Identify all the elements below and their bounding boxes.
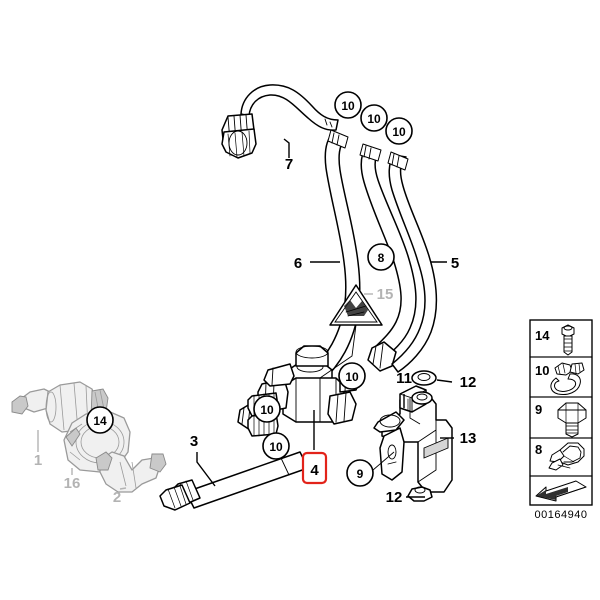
spring-clip-icon [548, 442, 585, 471]
circled-label: 14 [93, 414, 107, 428]
circled-label: 10 [341, 99, 355, 113]
circled-callout-14: 14 [86, 406, 114, 434]
diagram-part-number: 00164940 [535, 509, 588, 521]
component-bracket-13 [373, 391, 454, 493]
callout-label-3: 3 [190, 433, 198, 450]
hose-clamp-icon [550, 362, 585, 395]
legend-row-arrow [529, 475, 593, 506]
circled-label: 9 [357, 467, 364, 481]
legend-row-label: 8 [535, 442, 542, 457]
callout-label-12b: 12 [386, 489, 403, 506]
component-hose-8-strand [387, 151, 438, 373]
legend-row-label: 14 [535, 328, 550, 343]
circled-callout-10-f: 10 [262, 432, 290, 460]
circled-callout-10-b: 10 [360, 104, 388, 132]
component-hose-5 [359, 143, 447, 372]
3d-arrow-icon [535, 480, 587, 502]
circled-callout-9: 9 [346, 459, 374, 487]
circled-callout-10-d: 10 [338, 362, 366, 390]
callout-label-2: 2 [113, 489, 121, 506]
legend-panel: 14 10 9 [529, 319, 593, 521]
circled-label: 10 [392, 125, 406, 139]
callout-label-11: 11 [396, 370, 412, 387]
legend-row-label: 9 [535, 402, 542, 417]
circled-label: 10 [345, 370, 359, 384]
callout-label-1: 1 [34, 452, 42, 469]
callout-label-12a: 12 [460, 374, 477, 391]
callout-labels: 7 6 5 3 11 12 12 13 1 16 2 15 [34, 156, 477, 506]
callout-label-13: 13 [460, 430, 477, 447]
circled-label: 10 [269, 440, 283, 454]
hex-screw-icon [557, 402, 587, 438]
leader-callout-9 [372, 451, 395, 471]
callout-label-15: 15 [377, 286, 394, 303]
circled-label: 8 [378, 251, 385, 265]
component-hose-7 [221, 84, 339, 159]
circled-callout-10-a: 10 [334, 91, 362, 119]
callout-label-7: 7 [285, 156, 293, 173]
circled-label: 10 [367, 112, 381, 126]
circled-callout-10-c: 10 [385, 117, 413, 145]
legend-row-label: 10 [535, 363, 549, 378]
legend-row-8[interactable]: 8 [529, 437, 593, 477]
callout-label-5: 5 [451, 255, 459, 272]
circled-callout-8: 8 [367, 243, 395, 271]
component-grommet-12-mid [411, 391, 433, 405]
hex-bolt-icon [561, 324, 575, 356]
callout-label-6: 6 [294, 255, 302, 272]
circled-callout-10-e: 10 [253, 395, 281, 423]
ghost-part-y-connector-fitting [95, 451, 167, 493]
callout-label-16: 16 [64, 475, 81, 492]
highlight-callout-4[interactable]: 4 [301, 451, 328, 485]
component-warning-triangle-15 [319, 284, 383, 379]
component-grommet-12-top [411, 370, 453, 386]
component-grommet-12-bottom [406, 486, 433, 502]
circled-label: 10 [260, 403, 274, 417]
highlight-label: 4 [310, 462, 319, 479]
legend-row-9[interactable]: 9 [529, 396, 593, 439]
